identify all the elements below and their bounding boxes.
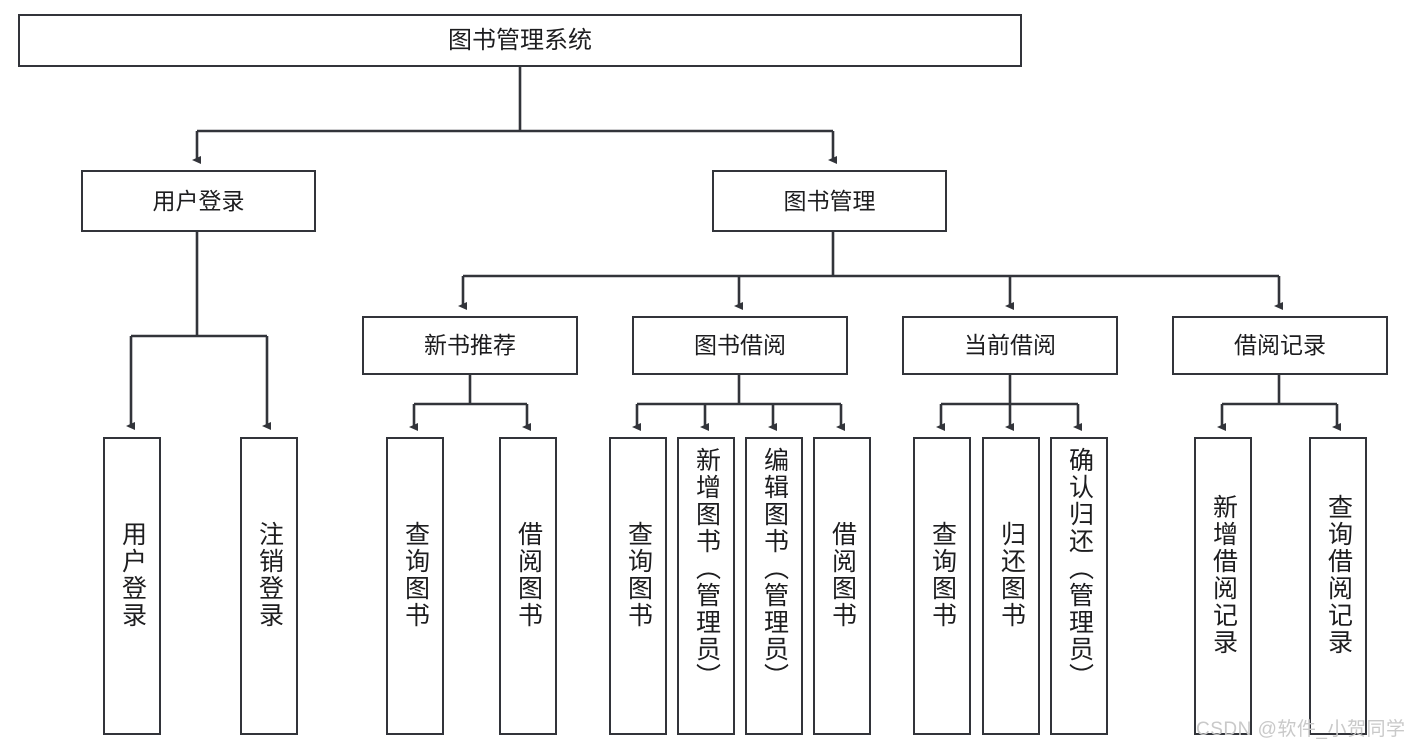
node-label: 图书管理系统 [448,26,592,54]
node-label: 借阅图书 [514,521,543,629]
node-label: 借阅记录 [1234,332,1326,359]
leaf-borrow-query-book[interactable]: 查询图书 [609,437,667,735]
node-label: 查询图书 [928,521,957,629]
leaf-borrow-add-book-admin[interactable]: 新增图书（管理员） [677,437,735,735]
node-label: 用户登录 [152,187,245,214]
leaf-user-login[interactable]: 用户登录 [103,437,161,735]
node-borrow-record[interactable]: 借阅记录 [1172,316,1388,375]
node-user-login[interactable]: 用户登录 [81,170,316,232]
leaf-record-add-record[interactable]: 新增借阅记录 [1194,437,1252,735]
node-label: 图书管理 [783,187,876,214]
node-new-book-recommend[interactable]: 新书推荐 [362,316,578,375]
leaf-recommend-query-book[interactable]: 查询图书 [386,437,444,735]
node-book-borrow[interactable]: 图书借阅 [632,316,848,375]
node-label: 当前借阅 [964,332,1056,359]
node-label: 借阅图书 [828,521,857,629]
node-label: 查询借阅记录 [1324,494,1353,656]
node-root-system[interactable]: 图书管理系统 [18,14,1022,67]
node-label: 新增图书（管理员） [692,447,721,690]
leaf-borrow-edit-book-admin[interactable]: 编辑图书（管理员） [745,437,803,735]
leaf-current-return-book[interactable]: 归还图书 [982,437,1040,735]
node-label: 注销登录 [255,521,284,629]
node-label: 图书借阅 [694,332,786,359]
leaf-recommend-borrow-book[interactable]: 借阅图书 [499,437,557,735]
node-label: 新书推荐 [424,332,516,359]
node-label: 查询图书 [624,521,653,629]
node-label: 用户登录 [118,521,147,629]
node-label: 新增借阅记录 [1209,494,1238,656]
node-label: 归还图书 [997,521,1026,629]
leaf-current-query-book[interactable]: 查询图书 [913,437,971,735]
node-label: 确认归还（管理员） [1065,447,1094,690]
leaf-user-logout[interactable]: 注销登录 [240,437,298,735]
node-book-management[interactable]: 图书管理 [712,170,947,232]
leaf-borrow-borrow-book[interactable]: 借阅图书 [813,437,871,735]
leaf-record-query-record[interactable]: 查询借阅记录 [1309,437,1367,735]
node-current-borrow[interactable]: 当前借阅 [902,316,1118,375]
node-label: 编辑图书（管理员） [760,447,789,690]
leaf-current-confirm-return-admin[interactable]: 确认归还（管理员） [1050,437,1108,735]
node-label: 查询图书 [401,521,430,629]
csdn-watermark: CSDN @软件_小贺同学 [1196,719,1405,740]
